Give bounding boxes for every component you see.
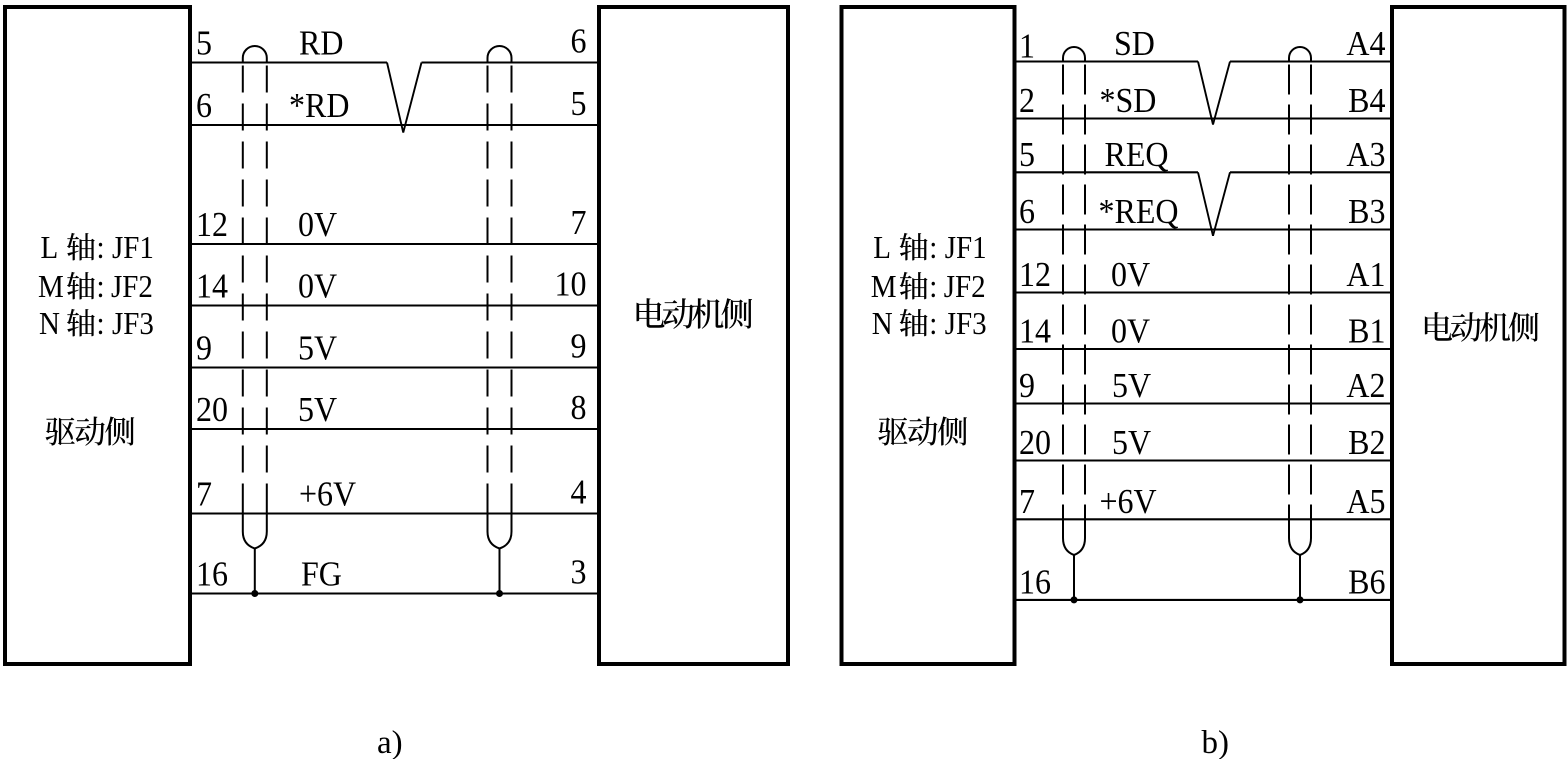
svg-text:5: 5 xyxy=(570,85,586,123)
svg-text:20: 20 xyxy=(1019,424,1051,462)
svg-text:A5: A5 xyxy=(1346,483,1385,521)
svg-text:*RD: *RD xyxy=(289,87,349,125)
svg-text:3: 3 xyxy=(570,553,586,591)
svg-text:14: 14 xyxy=(1019,312,1051,350)
svg-text:1: 1 xyxy=(1019,27,1035,65)
svg-text:4: 4 xyxy=(570,473,586,511)
svg-text::: : xyxy=(97,306,105,341)
svg-text:JF1: JF1 xyxy=(945,230,987,265)
svg-text:FG: FG xyxy=(301,555,342,593)
svg-text:JF3: JF3 xyxy=(945,306,987,341)
svg-text:9: 9 xyxy=(570,327,586,365)
svg-text:+6V: +6V xyxy=(1100,483,1157,521)
svg-text:5V: 5V xyxy=(1112,367,1151,405)
svg-text:A1: A1 xyxy=(1346,256,1385,294)
svg-text:5V: 5V xyxy=(298,391,337,429)
svg-text::: : xyxy=(929,306,937,341)
svg-text:16: 16 xyxy=(1019,563,1051,601)
svg-text:5: 5 xyxy=(196,24,212,62)
svg-text:L: L xyxy=(41,230,59,265)
svg-text:6: 6 xyxy=(570,22,586,60)
svg-text:a): a) xyxy=(377,725,403,759)
svg-text:6: 6 xyxy=(196,87,212,125)
svg-text:A4: A4 xyxy=(1346,25,1385,63)
svg-text:10: 10 xyxy=(555,265,587,303)
svg-text:5: 5 xyxy=(1019,136,1035,174)
svg-text:8: 8 xyxy=(570,389,586,427)
svg-text:REQ: REQ xyxy=(1105,136,1169,174)
svg-text:N: N xyxy=(872,306,893,341)
svg-text:B1: B1 xyxy=(1348,312,1385,350)
svg-text:5V: 5V xyxy=(298,329,337,367)
svg-text:0V: 0V xyxy=(1111,312,1150,350)
svg-text:*REQ: *REQ xyxy=(1099,193,1179,231)
svg-text:JF1: JF1 xyxy=(112,230,154,265)
svg-text:M: M xyxy=(871,269,897,304)
svg-text:SD: SD xyxy=(1114,25,1155,63)
svg-text:7: 7 xyxy=(196,475,212,513)
svg-text:JF2: JF2 xyxy=(111,269,153,304)
svg-text:12: 12 xyxy=(1019,256,1051,294)
svg-text:20: 20 xyxy=(196,391,228,429)
svg-text:0V: 0V xyxy=(298,206,337,244)
svg-text:+6V: +6V xyxy=(299,475,356,513)
svg-text:b): b) xyxy=(1202,725,1230,759)
svg-text:5V: 5V xyxy=(1112,424,1151,462)
svg-text:*SD: *SD xyxy=(1100,82,1157,120)
svg-text:JF3: JF3 xyxy=(112,306,154,341)
svg-text:2: 2 xyxy=(1019,82,1035,120)
svg-text::: : xyxy=(97,230,105,265)
svg-text:B3: B3 xyxy=(1348,193,1385,231)
svg-text:16: 16 xyxy=(196,555,228,593)
svg-text:L: L xyxy=(873,230,891,265)
svg-text:B2: B2 xyxy=(1348,424,1385,462)
svg-text:14: 14 xyxy=(196,267,228,305)
svg-text:0V: 0V xyxy=(1111,256,1150,294)
svg-text::: : xyxy=(929,230,937,265)
svg-text:A2: A2 xyxy=(1346,367,1385,405)
svg-text:9: 9 xyxy=(196,329,212,367)
svg-text:9: 9 xyxy=(1019,367,1035,405)
svg-text:7: 7 xyxy=(1019,483,1035,521)
svg-text:JF2: JF2 xyxy=(944,269,986,304)
svg-text::: : xyxy=(929,269,937,304)
svg-text:RD: RD xyxy=(299,24,343,62)
svg-text:12: 12 xyxy=(196,206,228,244)
svg-text:N: N xyxy=(39,306,60,341)
svg-text:7: 7 xyxy=(570,204,586,242)
svg-text:B4: B4 xyxy=(1348,82,1386,120)
svg-text:0V: 0V xyxy=(298,267,337,305)
svg-text:6: 6 xyxy=(1019,193,1035,231)
svg-text:B6: B6 xyxy=(1348,563,1385,601)
svg-text:A3: A3 xyxy=(1346,136,1385,174)
svg-text::: : xyxy=(97,269,105,304)
svg-text:M: M xyxy=(38,269,64,304)
